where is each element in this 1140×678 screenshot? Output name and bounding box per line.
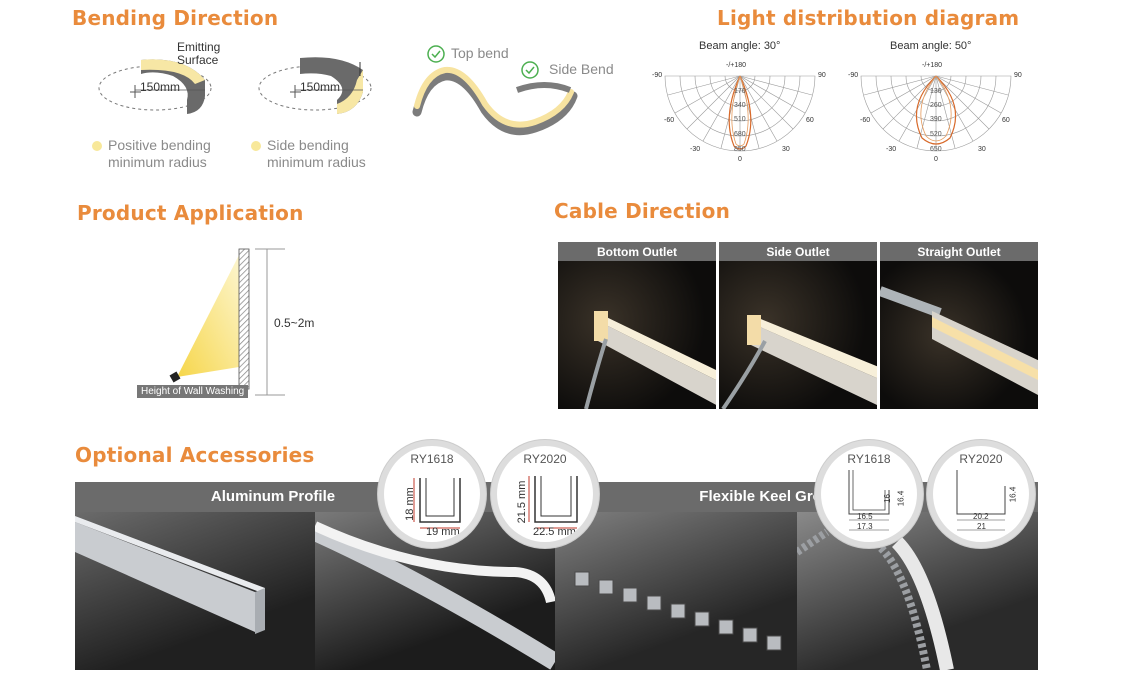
- polar1-right-60: 60: [806, 117, 814, 124]
- keel-ry1618-h1: 16: [882, 494, 892, 503]
- polar1-top-tick: -/+180: [726, 62, 747, 69]
- cable-head-side: Side Outlet: [719, 242, 877, 261]
- photo-aluminum-1: [75, 512, 315, 670]
- polar2-right-60: 60: [1002, 117, 1010, 124]
- legend-positive: Positive bending minimum radius: [92, 137, 211, 171]
- polar1-bottom-0: 0: [738, 156, 742, 163]
- polar2-left-90: -90: [848, 72, 859, 79]
- keel-circle-ry1618: RY1618 16 16.4 16.5 17.3: [815, 440, 923, 548]
- emitting-surface-label: Emitting Surface: [177, 40, 221, 67]
- cable-head-straight: Straight Outlet: [880, 242, 1038, 261]
- polar2-left-30: -30: [886, 146, 897, 153]
- photo-side-outlet: [719, 261, 877, 409]
- wall-washing-caption: Height of Wall Washing: [137, 385, 249, 398]
- polar1-r1: 170: [734, 88, 746, 95]
- ry1618-height: 18 mm: [404, 487, 416, 521]
- product-application-title: Product Application: [77, 201, 304, 225]
- top-bend-label: Top bend: [451, 45, 509, 61]
- polar2-r1: 130: [930, 88, 942, 95]
- polar2-right-30: 30: [978, 146, 986, 153]
- ry2020-height: 21.5 mm: [516, 480, 528, 524]
- light-distribution-title: Light distribution diagram: [717, 6, 1020, 30]
- polar1-left-60: -60: [664, 117, 675, 124]
- bend-diagram-svg: [98, 57, 372, 114]
- profile-circle-ry2020: RY2020 21.5 mm 22.5 mm: [491, 440, 599, 548]
- polar1-right-30: 30: [782, 146, 790, 153]
- polar-diagrams: [664, 75, 1012, 152]
- cable-head-bottom: Bottom Outlet: [558, 242, 716, 261]
- polar2-left-60: -60: [860, 117, 871, 124]
- keel-ry2020-w2: 21: [977, 522, 986, 531]
- polar1-left-90: -90: [652, 72, 663, 79]
- s-bend-strip: [412, 45, 578, 136]
- photo-straight-outlet: [880, 261, 1038, 409]
- height-range-label: 0.5~2m: [274, 316, 315, 330]
- side-bend-label: Side Bend: [549, 61, 614, 77]
- polar2-top-tick: -/+180: [922, 62, 943, 69]
- aluminum-profile-label: Aluminum Profile: [210, 488, 336, 505]
- check-icon: [521, 61, 539, 79]
- ry2020-model-label: RY2020: [523, 452, 567, 466]
- keel-ry2020-model-label: RY2020: [959, 452, 1003, 466]
- keel-groove-label: Flexible Keel Groove: [699, 488, 848, 505]
- polar2-bottom-0: 0: [934, 156, 938, 163]
- legend-dot-icon: [251, 141, 261, 152]
- polar2-r2: 260: [930, 102, 942, 109]
- legend-dot-icon: [92, 141, 102, 152]
- keel-ry2020-w1: 20.2: [973, 512, 989, 521]
- polar2-r3: 390: [930, 116, 942, 123]
- check-icon: [427, 45, 445, 63]
- beam-angle-2: Beam angle: 50°: [890, 40, 972, 52]
- optional-accessories-title: Optional Accessories: [75, 443, 315, 467]
- keel-ry1618-model-label: RY1618: [847, 452, 891, 466]
- polar1-r5: 850: [734, 146, 746, 153]
- radius-label-2: 150mm: [300, 80, 341, 94]
- ry1618-model-label: RY1618: [410, 452, 454, 466]
- ry1618-width: 19 mm: [426, 526, 460, 538]
- keel-circle-ry2020: RY2020 16.4 20.2 21: [927, 440, 1035, 548]
- bending-direction-title: Bending Direction: [72, 6, 279, 30]
- polar1-r2: 340: [734, 102, 746, 109]
- legend-side: Side bending minimum radius: [251, 137, 366, 171]
- polar1-r4: 680: [734, 131, 746, 138]
- polar1-right-90: 90: [818, 72, 826, 79]
- polar2-right-90: 90: [1014, 72, 1022, 79]
- profile-circle-ry1618: RY1618 18 mm 19 mm: [378, 440, 486, 548]
- photo-bottom-outlet: [558, 261, 716, 409]
- cable-direction-title: Cable Direction: [554, 199, 731, 223]
- polar-diagram-2: [860, 75, 1012, 152]
- keel-ry1618-w1: 16.5: [857, 512, 873, 521]
- polar2-r4: 520: [930, 131, 942, 138]
- polar-diagram-1: [664, 75, 816, 152]
- beam-angle-1: Beam angle: 30°: [699, 40, 781, 52]
- keel-ry1618-w2: 17.3: [857, 522, 873, 531]
- radius-label-1: 150mm: [140, 80, 181, 94]
- keel-ry2020-h: 16.4: [1008, 486, 1018, 503]
- polar2-r5: 650: [930, 146, 942, 153]
- wall-wash-diagram: [169, 248, 285, 396]
- photo-keel-1: [555, 512, 797, 670]
- polar1-r3: 510: [734, 116, 746, 123]
- ry2020-width: 22.5 mm: [533, 526, 576, 538]
- keel-ry1618-h2: 16.4: [896, 490, 906, 507]
- polar1-left-30: -30: [690, 146, 701, 153]
